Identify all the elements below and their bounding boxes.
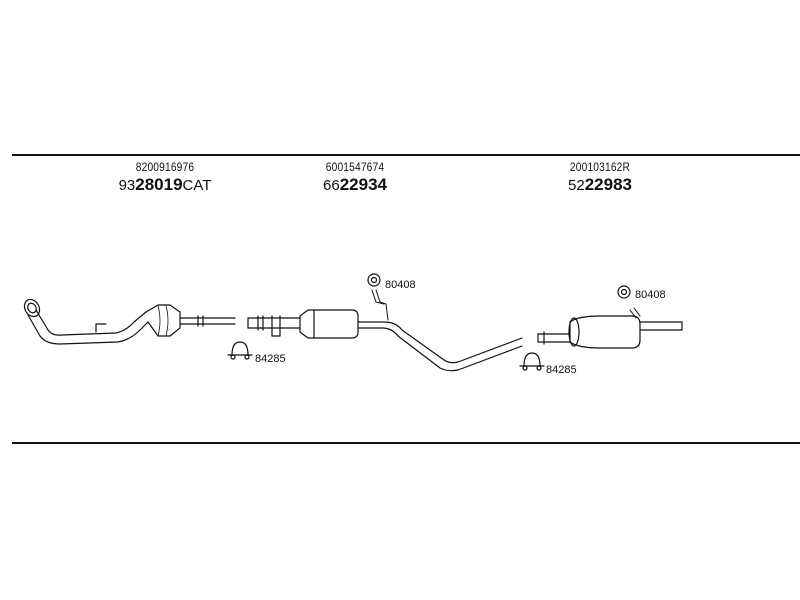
- oem-number: 6001547674: [325, 160, 385, 174]
- part-label-rear-silencer: 200103162R 5222983: [530, 160, 670, 195]
- hardware-code: 84285: [255, 353, 286, 365]
- front-pipe-with-catalyst: [23, 298, 236, 345]
- ref-suffix: CAT: [182, 177, 212, 194]
- ref-main: 28019: [135, 175, 183, 194]
- reference-number: 9328019CAT: [95, 175, 235, 195]
- part-label-middle-silencer: 6001547674 6622934: [285, 160, 425, 195]
- hardware-code: 80408: [385, 279, 416, 291]
- middle-silencer-assembly: [247, 289, 523, 372]
- clamp-icon: [519, 352, 545, 371]
- reference-number: 5222983: [530, 175, 670, 195]
- bottom-divider: [12, 442, 800, 444]
- oem-number: 8200916976: [135, 160, 195, 174]
- rubber-mount-icon: [617, 285, 631, 299]
- ref-main: 22983: [584, 175, 632, 194]
- rubber-mount-icon: [367, 273, 381, 287]
- ref-main: 22934: [339, 175, 387, 194]
- oem-number: 200103162R: [569, 160, 631, 174]
- ref-prefix: 52: [568, 177, 585, 194]
- hardware-code: 84285: [546, 364, 577, 376]
- ref-prefix: 93: [118, 177, 136, 194]
- hardware-code: 80408: [635, 289, 666, 301]
- top-divider: [12, 154, 800, 156]
- ref-prefix: 66: [323, 177, 340, 194]
- rear-silencer-assembly: [537, 307, 683, 349]
- part-label-front-pipe: 8200916976 9328019CAT: [95, 160, 235, 195]
- reference-number: 6622934: [285, 175, 425, 195]
- clamp-icon: [227, 341, 253, 360]
